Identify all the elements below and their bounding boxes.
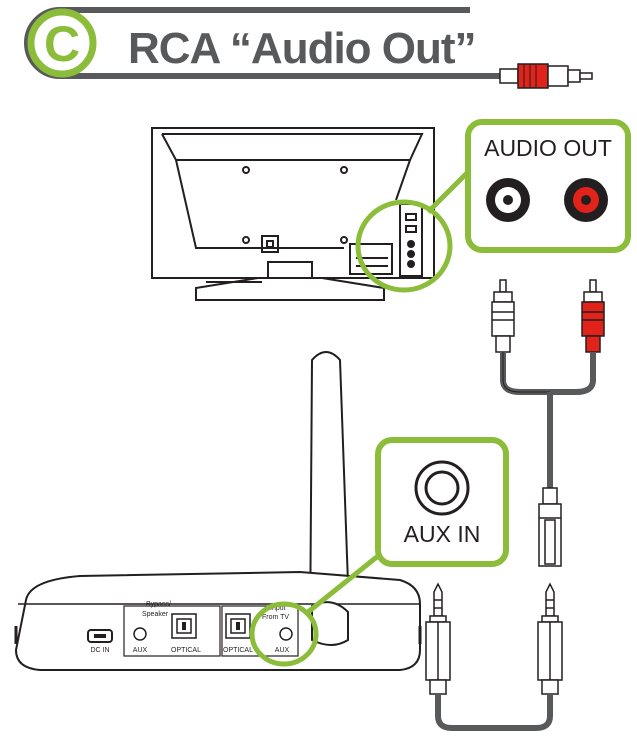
- aux-out-jack-icon: [133, 627, 147, 641]
- rca-to-aux-cable: [491, 279, 605, 567]
- rca-red-jack-icon: [564, 178, 608, 222]
- step-letter: C: [44, 16, 80, 72]
- optical-out-port-icon: [171, 613, 197, 639]
- audio-out-label: AUDIO OUT: [484, 135, 612, 161]
- dc-in-label: DC IN: [90, 647, 109, 654]
- header: C RCA “Audio Out”: [24, 7, 593, 89]
- aux-right-label: AUX: [275, 647, 290, 654]
- optical-in-port-icon: [225, 613, 251, 639]
- receiver-aux-in-callout: AUX IN: [249, 437, 509, 667]
- optical-right-label: OPTICAL: [223, 647, 253, 654]
- input-label: Input: [270, 605, 286, 612]
- aux-in-jack-icon: [279, 627, 293, 641]
- speaker-label: Speaker: [142, 611, 169, 618]
- bypass-label: Bypass/: [146, 601, 171, 608]
- aux-cable: [425, 582, 563, 731]
- page-title: RCA “Audio Out”: [128, 24, 476, 73]
- red-rca-plug-icon: [581, 279, 605, 353]
- rca-white-jack-icon: [486, 178, 530, 222]
- receiver: DC IN Bypass/ Speaker AUX OPTICAL OPTICA…: [14, 351, 422, 671]
- tv-audio-out-callout: AUDIO OUT: [355, 119, 631, 293]
- white-rca-plug-icon: [491, 279, 515, 353]
- from-tv-label: From TV: [262, 614, 289, 621]
- aux-in-large-jack-icon: [414, 460, 470, 516]
- aux-in-label: AUX IN: [404, 521, 481, 547]
- aux-left-label: AUX: [133, 647, 148, 654]
- step-badge: [27, 8, 97, 78]
- aux-plug-right-icon: [537, 582, 563, 695]
- tv-back: [151, 127, 435, 301]
- aux-plug-left-icon: [425, 582, 451, 695]
- header-rca-plug-icon: [499, 63, 593, 89]
- optical-left-label: OPTICAL: [171, 647, 201, 654]
